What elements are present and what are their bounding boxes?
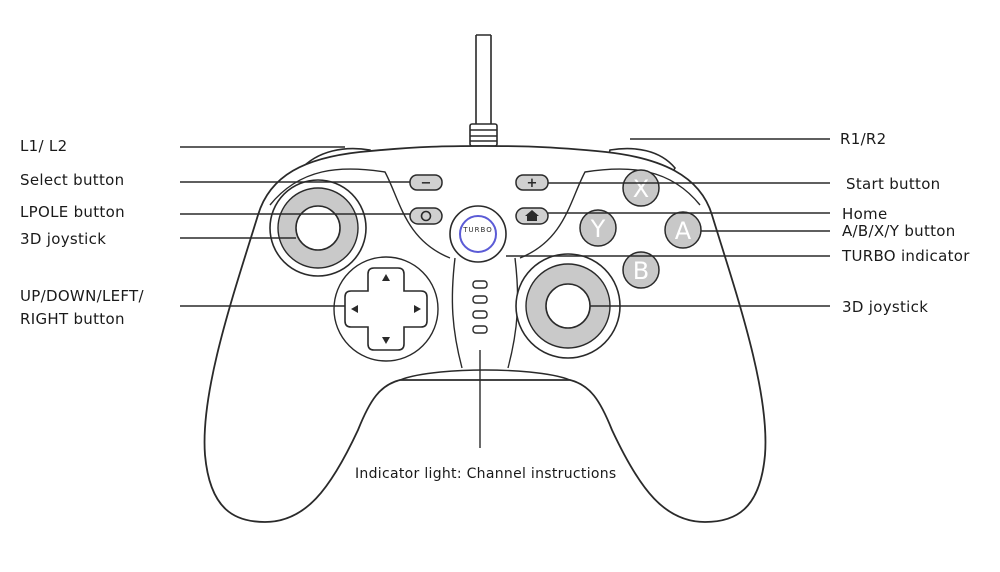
x-button[interactable]: X [622, 169, 660, 207]
y-button[interactable]: Y [579, 209, 617, 247]
label-right-joystick: 3D joystick [842, 298, 929, 316]
label-dpad-line2: RIGHT button [20, 310, 125, 328]
circle-icon [420, 210, 432, 222]
dpad-right-arrow-icon [414, 305, 421, 313]
turbo-button[interactable]: TURBO [449, 205, 507, 263]
label-indicator-light: Indicator light: Channel instructions [355, 466, 617, 482]
start-button[interactable]: + [515, 174, 549, 191]
dpad-up-arrow-icon [382, 274, 390, 281]
dpad-down-arrow-icon [382, 337, 390, 344]
label-dpad-line1: UP/DOWN/LEFT/ [20, 287, 144, 305]
svg-text:A: A [675, 217, 692, 245]
minus-glyph: − [421, 176, 432, 191]
label-start-button: Start button [846, 175, 941, 193]
label-abxy-button: A/B/X/Y button [842, 222, 956, 240]
left-joystick[interactable] [269, 179, 367, 277]
dpad-left-arrow-icon [351, 305, 358, 313]
label-l1-l2: L1/ L2 [20, 137, 68, 155]
turbo-text: TURBO [462, 226, 492, 234]
label-select-button: Select button [20, 171, 125, 189]
svg-text:Y: Y [590, 215, 606, 243]
leader-lines [180, 138, 830, 448]
b-button[interactable]: B [622, 251, 660, 289]
home-icon [525, 210, 539, 221]
label-turbo-indicator: TURBO indicator [842, 247, 970, 265]
label-home: Home [842, 205, 888, 223]
select-button[interactable]: − [409, 174, 443, 191]
usb-cable [469, 34, 498, 147]
label-r1-r2: R1/R2 [840, 130, 887, 148]
a-button[interactable]: A [664, 211, 702, 249]
plus-glyph: + [527, 176, 538, 191]
svg-text:B: B [633, 257, 649, 285]
body-contours [269, 168, 701, 381]
home-button[interactable] [515, 207, 549, 225]
svg-text:X: X [633, 175, 649, 203]
channel-indicator-lights [472, 280, 488, 334]
dpad[interactable] [333, 256, 439, 362]
lpole-button[interactable] [409, 207, 443, 225]
label-lpole-button: LPOLE button [20, 203, 125, 221]
label-left-joystick: 3D joystick [20, 230, 107, 248]
